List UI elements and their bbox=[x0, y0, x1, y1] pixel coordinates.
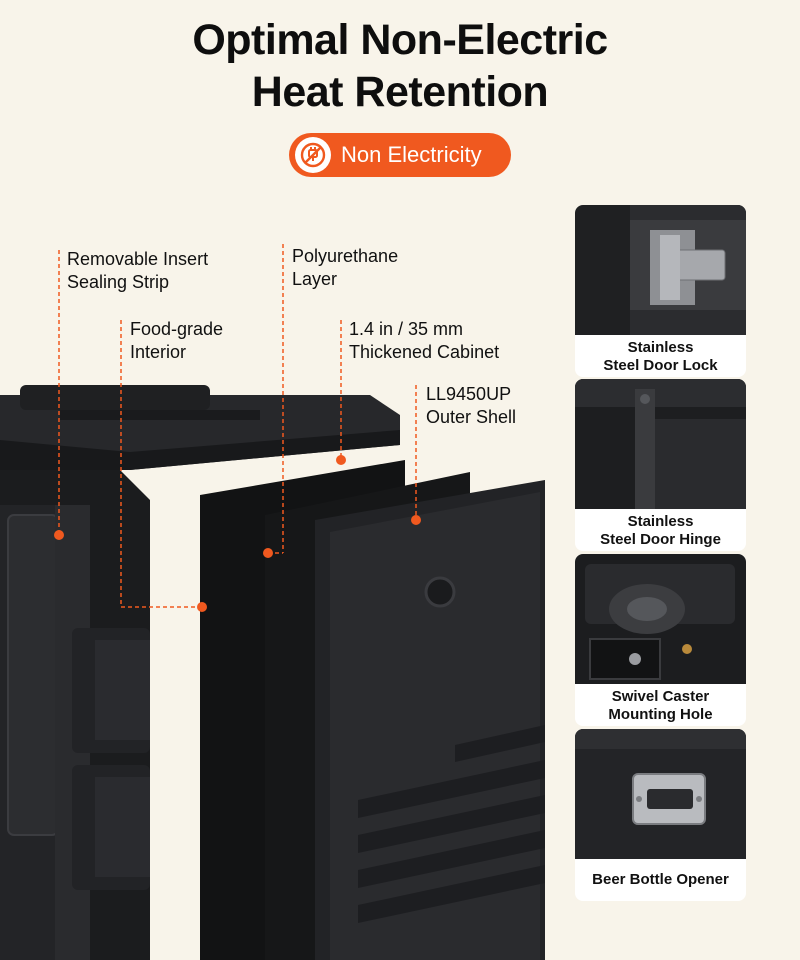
title-line-2: Heat Retention bbox=[251, 68, 549, 116]
callout-text: Outer Shell bbox=[426, 407, 517, 427]
caption-line: Steel Door Hinge bbox=[600, 531, 721, 548]
door-hinge-image bbox=[575, 379, 746, 509]
caption-line: Stainless bbox=[627, 339, 694, 356]
callout-text: Layer bbox=[292, 269, 338, 289]
callout-outer-shell: LL9450UP Outer Shell bbox=[426, 383, 516, 429]
feature-door-lock: Stainless Steel Door Lock bbox=[575, 205, 746, 377]
callout-sealing-strip: Removable Insert Sealing Strip bbox=[67, 248, 208, 294]
feature-door-hinge: Stainless Steel Door Hinge bbox=[575, 379, 746, 551]
bottle-opener-image bbox=[575, 729, 746, 859]
callout-text: Sealing Strip bbox=[67, 272, 170, 292]
callout-text: Food-grade bbox=[130, 319, 224, 339]
caption-line: Swivel Caster bbox=[611, 688, 710, 705]
page-title: Optimal Non-Electric Heat Retention bbox=[0, 14, 800, 118]
door-lock-image bbox=[575, 205, 746, 335]
caption-line: Steel Door Lock bbox=[603, 357, 718, 374]
badge-label: Non Electricity bbox=[341, 142, 482, 167]
callout-text: 1.4 in / 35 mm bbox=[349, 319, 464, 339]
feature-caption: Stainless Steel Door Hinge bbox=[575, 509, 746, 549]
feature-caster-hole: Swivel Caster Mounting Hole bbox=[575, 554, 746, 726]
callout-thickened-cabinet: 1.4 in / 35 mm Thickened Cabinet bbox=[349, 318, 499, 364]
caption-line: Stainless bbox=[627, 513, 694, 530]
caster-image bbox=[575, 554, 746, 684]
callout-text: Thickened Cabinet bbox=[349, 342, 500, 362]
callout-text: Polyurethane bbox=[292, 246, 399, 266]
feature-caption: Beer Bottle Opener bbox=[575, 859, 746, 889]
non-electricity-badge: Non Electricity bbox=[289, 133, 511, 177]
caption-line: Beer Bottle Opener bbox=[592, 871, 729, 888]
caption-line: Mounting Hole bbox=[608, 706, 713, 723]
callout-text: Interior bbox=[130, 342, 187, 362]
callout-text: LL9450UP bbox=[426, 384, 512, 404]
title-line-1: Optimal Non-Electric bbox=[192, 16, 608, 64]
feature-caption: Stainless Steel Door Lock bbox=[575, 335, 746, 375]
callout-lines bbox=[54, 244, 421, 612]
callout-polyurethane: Polyurethane Layer bbox=[292, 245, 398, 291]
feature-caption: Swivel Caster Mounting Hole bbox=[575, 684, 746, 724]
food-carrier-illustration bbox=[0, 385, 545, 960]
callout-food-grade: Food-grade Interior bbox=[130, 318, 223, 364]
callout-text: Removable Insert bbox=[67, 249, 209, 269]
feature-bottle-opener: Beer Bottle Opener bbox=[575, 729, 746, 901]
no-plug-icon bbox=[295, 137, 331, 173]
